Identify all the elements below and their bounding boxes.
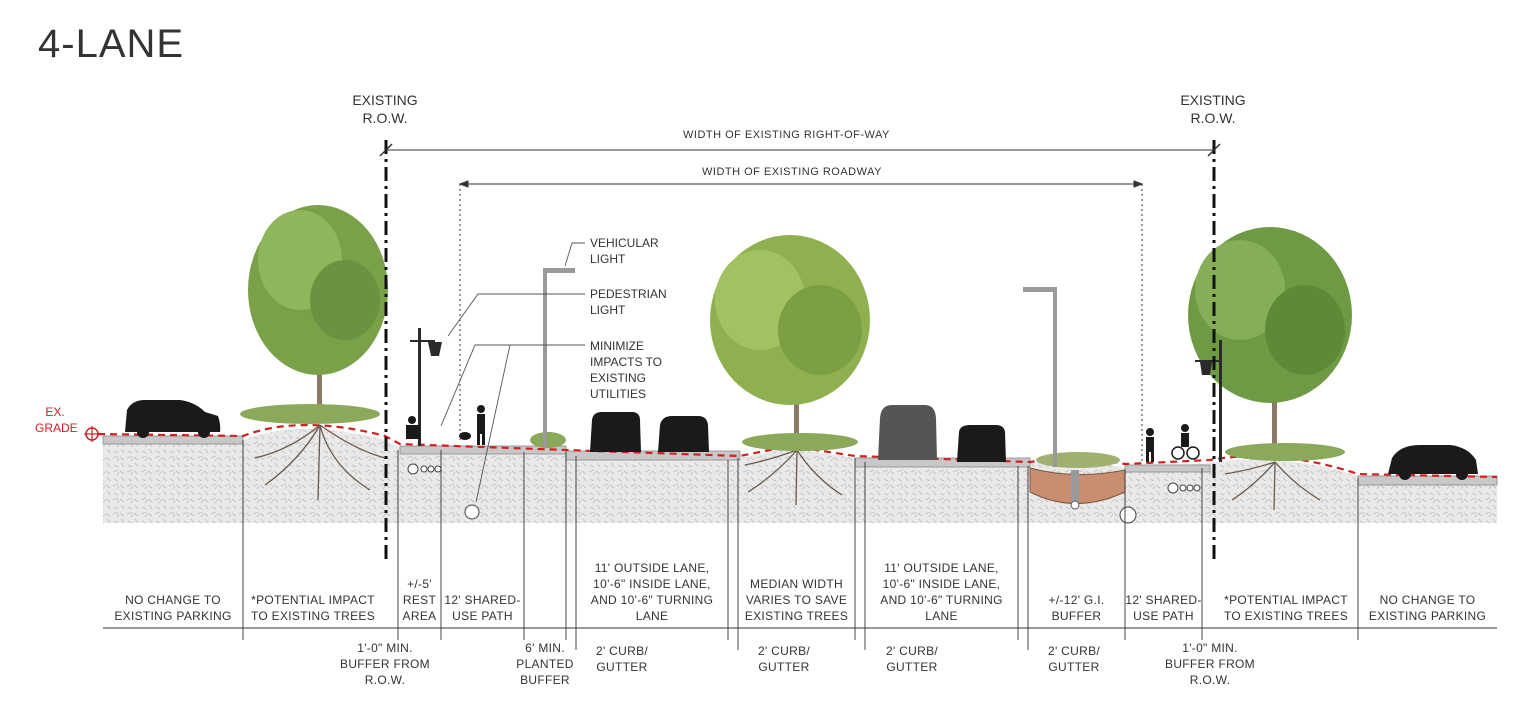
segment-label-lanes-right: 11' OUTSIDE LANE,10'-6" INSIDE LANE,AND … <box>880 561 1003 623</box>
pedestrians <box>406 405 1200 462</box>
tree-median <box>710 235 870 440</box>
segment-label-shared-path-right: 12' SHARED-USE PATH <box>1125 593 1202 623</box>
row-width-label: WIDTH OF EXISTING RIGHT-OF-WAY <box>683 129 890 141</box>
callout-leaders <box>440 242 585 503</box>
existing-grade-line <box>97 423 1498 479</box>
tree-roots <box>254 424 1321 511</box>
page-title: 4-LANE <box>38 22 185 66</box>
segment-label-shared-path-left: 12' SHARED-USE PATH <box>444 593 521 623</box>
roadway-width-label: WIDTH OF EXISTING ROADWAY <box>702 166 882 178</box>
tree-right <box>1188 227 1352 450</box>
utilities <box>407 463 1201 524</box>
vehicles <box>125 400 1478 480</box>
grade-marker-icon <box>84 426 100 442</box>
segment-label-gi-buffer: +/-12' G.I.BUFFER <box>1048 593 1105 623</box>
row-lines <box>384 140 1216 560</box>
pedestrian-light-right <box>1195 340 1222 462</box>
curb-gutter-label-1: 2' CURB/GUTTER <box>595 644 649 674</box>
segment-label-lanes-left: 11' OUTSIDE LANE,10'-6" INSIDE LANE,AND … <box>590 561 714 623</box>
dimension-lines <box>379 143 1221 462</box>
curb-gutter-label-2: 2' CURB/GUTTER <box>757 644 811 674</box>
vehicular-light-right <box>1023 287 1057 467</box>
pedestrian-light-left <box>410 328 442 446</box>
vehicular-light-left <box>543 268 575 448</box>
curb-gutter-label-4: 2' CURB/GUTTER <box>1047 644 1101 674</box>
existing-grade-label: EX.GRADE <box>35 405 78 435</box>
tree-left <box>248 205 388 420</box>
segment-lines <box>103 440 1497 650</box>
curb-gutter-label-3: 2' CURB/GUTTER <box>885 644 939 674</box>
